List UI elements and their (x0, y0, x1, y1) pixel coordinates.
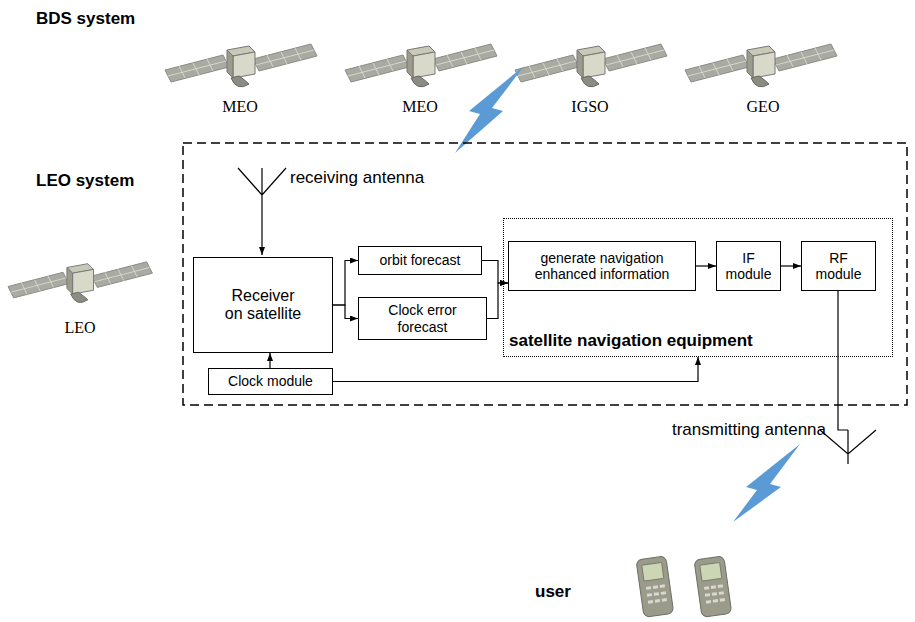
box-label: RF module (814, 250, 864, 282)
module-box: Clock module (208, 368, 333, 395)
signal-bolt (733, 444, 800, 522)
box-label: Receiver on satellite (222, 287, 304, 324)
equipment-group: satellite navigation equipment generate n… (503, 218, 893, 357)
group-title: satellite navigation equipment (509, 331, 753, 351)
antenna-label: transmitting antenna (672, 420, 826, 440)
module-box: IF module (716, 241, 781, 291)
orbit-label: MEO (402, 97, 438, 116)
transmitting-antenna (820, 430, 876, 464)
box-label: orbit forecast (380, 252, 461, 268)
flow-arrow (269, 353, 270, 368)
box-label: Clock error forecast (375, 302, 471, 334)
system-title: BDS system (36, 9, 135, 29)
flow-arrow (333, 261, 358, 306)
orbit-label: LEO (64, 318, 95, 337)
igso-satellite (515, 44, 667, 87)
flow-arrow (333, 357, 698, 382)
flow-arrow (333, 305, 358, 319)
process-box: generate navigation enhanced information (508, 241, 696, 291)
meo-satellite (345, 44, 497, 87)
orbit-label: GEO (747, 97, 780, 116)
geo-satellite (685, 44, 837, 87)
receiver-box: Receiver on satellite (193, 257, 333, 353)
flow-arrow (781, 265, 801, 266)
user-phone (694, 556, 732, 618)
antenna-label: receiving antenna (290, 168, 424, 188)
module-box: RF module (801, 241, 876, 291)
orbit-label: IGSO (571, 97, 608, 116)
orbit-label: MEO (222, 97, 258, 116)
box-label: Clock module (228, 373, 313, 389)
flow-arrow (487, 283, 508, 319)
process-box: Clock error forecast (358, 297, 487, 340)
box-label: IF module (724, 250, 774, 282)
rf-feed-line (838, 290, 848, 430)
leo-satellite (8, 262, 152, 303)
user-phone (636, 556, 674, 618)
leo-system-frame (183, 143, 907, 405)
process-box: orbit forecast (358, 246, 482, 275)
user-label: user (535, 582, 571, 602)
receiving-antenna (238, 168, 286, 255)
system-title: LEO system (36, 171, 134, 191)
box-label: generate navigation enhanced information (527, 250, 677, 282)
flow-arrow (482, 261, 508, 284)
meo-satellite (165, 44, 317, 87)
signal-bolt (455, 66, 524, 153)
flow-arrow (696, 265, 716, 266)
